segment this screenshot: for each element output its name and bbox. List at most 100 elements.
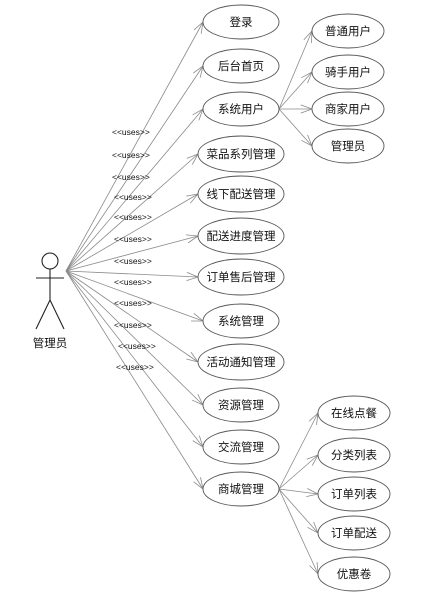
actor[interactable]: 管理员 [33,252,68,350]
sub-use-case-label: 普通用户 [325,24,371,38]
uses-connector [65,193,199,272]
sub-use-case-ellipse [317,476,391,512]
sub-use-case-merchant-user[interactable]: 商家用户 [311,91,385,127]
uses-connector [65,270,199,278]
generalization-arrowhead [309,562,319,576]
sub-use-case-ellipse [317,437,391,473]
sub-use-case-normal-user[interactable]: 普通用户 [311,13,385,49]
uses-connector [65,270,204,448]
use-case-ellipse [202,48,280,84]
generalization-connector [278,488,319,575]
generalization-connector [278,108,313,147]
uses-stereotype-label: <<uses>> [114,256,152,266]
sub-use-case-administrator[interactable]: 管理员 [311,128,385,164]
uses-connector [65,108,204,272]
use-case-offline-delivery[interactable]: 线下配送管理 [197,175,285,213]
use-case-resource-management[interactable]: 资源管理 [202,387,280,423]
uses-stereotype-label: <<uses>> [116,362,154,372]
use-case-label: 线下配送管理 [207,187,276,201]
use-case-ellipse [197,258,285,296]
use-case-label: 登录 [230,15,253,29]
sub-use-case-ellipse [311,91,385,127]
sub-use-case-label: 商家用户 [325,102,371,116]
uses-connector [65,270,199,363]
use-case-ellipse [202,91,280,127]
use-case-mall-management[interactable]: 商城管理 [202,471,280,507]
use-case-ellipse [202,471,280,507]
use-case-ellipse [202,429,280,465]
sub-use-case-order-list[interactable]: 订单列表 [317,476,391,512]
use-case-ellipse [197,343,285,381]
actor-head [41,252,59,270]
use-case-ellipse [202,387,280,423]
sub-use-case-ellipse [311,13,385,49]
sub-use-case-ellipse [317,556,391,592]
uses-connector [65,270,204,406]
sub-use-case-label: 管理员 [331,139,366,153]
use-case-activity-notice[interactable]: 活动通知管理 [197,343,285,381]
use-case-label: 订单售后管理 [207,270,276,284]
connectors [65,20,320,576]
generalization-connector [278,412,319,490]
sub-use-case-label: 在线点餐 [331,406,377,420]
uses-connector [65,153,199,272]
use-case-dish-series[interactable]: 菜品系列管理 [197,135,285,173]
sub-use-case-coupon[interactable]: 优惠卷 [317,556,391,592]
sub-use-case-rider-user[interactable]: 骑手用户 [311,54,385,90]
use-case-backend-home[interactable]: 后台首页 [202,48,280,84]
uses-connector [65,235,199,272]
sub-use-case-ellipse [317,515,391,551]
use-case-label: 菜品系列管理 [207,147,276,161]
uses-stereotype-label: <<uses>> [112,127,150,137]
use-case-order-after-sales[interactable]: 订单售后管理 [197,258,285,296]
sub-use-case-label: 优惠卷 [337,567,372,581]
use-case-label: 系统用户 [218,102,264,116]
sub-use-case-label: 订单列表 [331,487,377,501]
uses-connector [65,270,204,322]
use-case-communication[interactable]: 交流管理 [202,429,280,465]
use-case-ellipse [197,135,285,173]
actor-right-leg [49,299,65,330]
uses-stereotype-label: <<uses>> [118,341,156,351]
sub-use-case-online-order[interactable]: 在线点餐 [317,395,391,431]
use-case-delivery-progress[interactable]: 配送进度管理 [197,217,285,255]
sub-use-case-category-list[interactable]: 分类列表 [317,437,391,473]
sub-use-case-label: 订单配送 [331,526,377,540]
use-case-label: 配送进度管理 [207,229,276,243]
uses-stereotype-label: <<uses>> [114,234,152,244]
use-case-login[interactable]: 登录 [202,4,280,40]
sub-use-case-order-delivery[interactable]: 订单配送 [317,515,391,551]
use-case-ellipse [202,303,280,339]
use-case-label: 活动通知管理 [207,355,276,369]
generalization-connector [278,488,319,534]
use-case-label: 系统管理 [218,314,264,328]
generalization-connector [278,71,313,110]
generalization-connector [278,454,319,490]
use-cases: 登录后台首页系统用户菜品系列管理线下配送管理配送进度管理订单售后管理系统管理活动… [197,4,285,507]
use-case-ellipse [197,175,285,213]
uses-stereotype-label: <<uses>> [114,320,152,330]
sub-use-case-ellipse [311,128,385,164]
use-case-system-users[interactable]: 系统用户 [202,91,280,127]
use-case-ellipse [202,4,280,40]
uses-stereotype-label: <<uses>> [112,150,150,160]
uses-stereotype-label: <<uses>> [114,277,152,287]
uses-connector [65,270,204,490]
uses-stereotype-label: <<uses>> [112,172,150,182]
use-case-label: 后台首页 [218,59,264,73]
use-case-ellipse [197,217,285,255]
sub-use-case-label: 骑手用户 [325,65,371,79]
actor-left-leg [35,299,51,330]
stereotype-labels: <<uses>> <<uses>> <<uses>> <<uses>> <<uses>>… [112,127,156,372]
uses-stereotype-label: <<uses>> [114,192,152,202]
use-case-system-management[interactable]: 系统管理 [202,303,280,339]
generalization-connector [278,488,319,495]
uses-stereotype-label: <<uses>> [114,212,152,222]
sub-use-case-label: 分类列表 [331,448,377,462]
use-case-label: 资源管理 [218,398,264,412]
uses-connector [65,21,204,272]
use-case-label: 商城管理 [218,482,264,496]
uses-connector [65,65,204,272]
